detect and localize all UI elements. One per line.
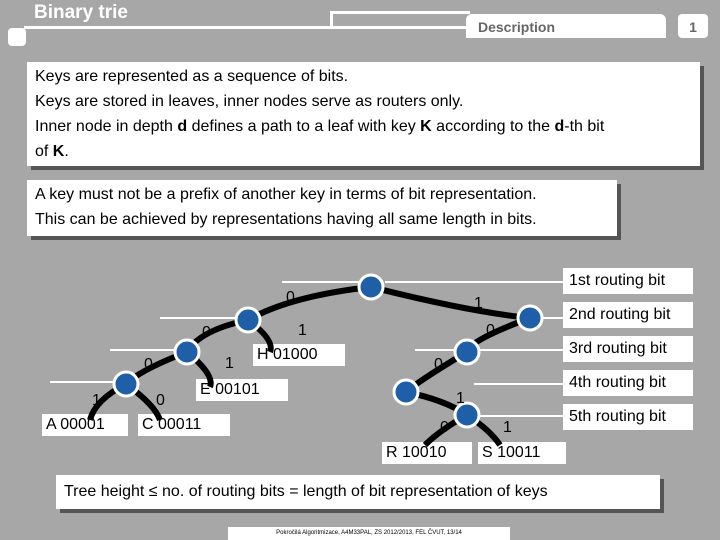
description-box: Keys are represented as a sequence of bi… <box>27 62 700 166</box>
header-line-upper <box>330 11 470 14</box>
routing-label-5: 5th routing bit <box>563 404 693 430</box>
edge-label-1: 0 <box>286 289 295 306</box>
leaf-s: S 10011 <box>478 442 566 464</box>
header-square-icon <box>8 28 26 46</box>
node-10 <box>453 338 481 366</box>
edge-label-2: 1 <box>474 295 483 312</box>
routing-label-3: 3rd routing bit <box>563 336 693 362</box>
edge-label-13: 1 <box>503 419 512 436</box>
edge-label-5: 0 <box>486 322 495 339</box>
description-line-3: Inner node in depth d defines a path to … <box>35 118 605 135</box>
prefix-note-line-1: A key must not be a prefix of another ke… <box>35 186 537 203</box>
prefix-note-box: A key must not be a prefix of another ke… <box>27 180 617 236</box>
node-00 <box>173 338 201 366</box>
routing-label-2: 2nd routing bit <box>563 302 693 328</box>
prefix-note-line-2: This can be achieved by representations … <box>35 211 537 228</box>
routing-label-4: 4th routing bit <box>563 370 693 396</box>
edge-label-10: 0 <box>156 392 165 409</box>
leaf-h: H 01000 <box>253 344 345 366</box>
edge-label-7: 1 <box>225 355 234 372</box>
node-root <box>357 273 385 301</box>
footer-note: Pokročilá Algoritmizace, A4M33PAL, ZS 20… <box>228 527 510 540</box>
edge-label-9: 1 <box>92 392 101 409</box>
node-000 <box>112 370 140 398</box>
tree-height-box: Tree height ≤ no. of routing bits = leng… <box>56 475 660 509</box>
edge-label-12: 0 <box>440 419 449 436</box>
slide-title: Binary trie <box>34 2 128 23</box>
node-1001 <box>453 401 481 429</box>
leaf-r: R 10010 <box>382 442 472 464</box>
node-0 <box>234 306 262 334</box>
routing-label-1: 1st routing bit <box>563 268 693 294</box>
description-line-2: Keys are stored in leaves, inner nodes s… <box>35 93 464 110</box>
leaf-a: A 00001 <box>42 414 128 436</box>
slide-number: 1 <box>678 14 708 38</box>
node-100 <box>392 378 420 406</box>
edge-root-n3 <box>370 284 531 321</box>
description-line-1: Keys are represented as a sequence of bi… <box>35 68 349 85</box>
header-line-tick <box>330 11 333 29</box>
edge-label-11: 1 <box>456 390 465 407</box>
edge-label-3: 0 <box>202 324 211 341</box>
leaf-c: C 00011 <box>138 414 230 436</box>
edge-root-n2 <box>246 284 372 323</box>
description-line-4: of K. <box>35 143 69 160</box>
node-1 <box>516 304 544 332</box>
edge-label-8: 0 <box>434 356 443 373</box>
leaf-e: E 00101 <box>196 379 288 401</box>
edge-label-4: 1 <box>298 322 307 339</box>
description-tab: Description <box>466 14 666 38</box>
header-line <box>24 26 466 29</box>
edge-label-6: 0 <box>144 356 153 373</box>
